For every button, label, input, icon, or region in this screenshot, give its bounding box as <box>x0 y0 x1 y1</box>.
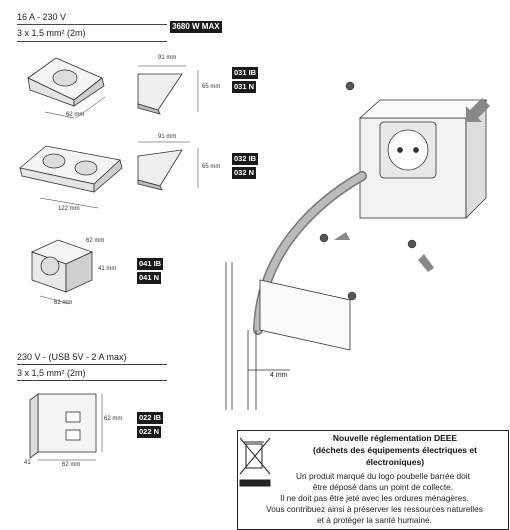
cable-label: 3 x 1,5 mm² (2m) <box>17 28 86 38</box>
weee-bin-icon <box>239 437 271 487</box>
deee-title: Nouvelle réglementation DEEE <box>332 433 458 443</box>
arrow-icons <box>334 98 490 272</box>
dim-label: 122 mm <box>58 206 80 212</box>
screw-icons <box>319 81 417 301</box>
installation-diagram <box>225 99 488 410</box>
product-code: 041 N <box>137 272 162 284</box>
dim-label: 62 mm <box>66 112 85 118</box>
product-code: 031 IB <box>232 67 259 79</box>
dim-label: 62 mm <box>86 238 105 244</box>
product-031-profile <box>137 65 199 115</box>
product-code: 031 N <box>232 81 257 93</box>
header-rule <box>17 41 167 42</box>
product-code: 041 IB <box>137 258 164 270</box>
deee-body-line: et à protéger la santé humaine. <box>317 515 432 525</box>
product-031-illustration <box>27 57 106 119</box>
product-032-profile <box>137 141 199 191</box>
dim-label: 65 mm <box>202 164 221 170</box>
product-032-illustration <box>19 145 123 209</box>
product-code: 032 N <box>232 167 257 179</box>
product-022-illustration <box>29 393 103 461</box>
deee-body-line: Vous contribuez ainsi à préserver les re… <box>266 504 483 514</box>
deee-title: (déchets des équipements électriques et <box>313 445 477 455</box>
deee-body-line: être déposé dans un point de collecte. <box>312 482 454 492</box>
max-power-badge: 3680 W MAX <box>170 21 222 33</box>
dim-label: 62 mm <box>62 462 81 468</box>
dim-label: 41 <box>24 460 31 466</box>
product-code: 022 IB <box>137 412 164 424</box>
header-rule <box>17 364 167 365</box>
usb-rating-label: 230 V - (USB 5V - 2 A max) <box>17 352 127 362</box>
deee-body-line: Un produit marqué du logo poubelle barré… <box>296 471 470 481</box>
dim-label: 62 mm <box>104 416 123 422</box>
header-rule <box>17 24 167 25</box>
product-041-illustration <box>30 239 94 305</box>
cable-label: 3 x 1,5 mm² (2m) <box>17 368 86 378</box>
dim-label: 91 mm <box>158 134 177 140</box>
gap-label: 4 mm <box>270 372 288 379</box>
deee-title: électroniques) <box>365 457 425 467</box>
dim-label: 91 mm <box>158 55 177 61</box>
dim-label: 41 mm <box>98 266 117 272</box>
product-code: 022 N <box>137 426 162 438</box>
header-rule <box>17 380 167 381</box>
dim-label: 62 mm <box>54 300 73 306</box>
product-code: 032 IB <box>232 153 259 165</box>
deee-body-line: Il ne doit pas être jeté avec les ordure… <box>280 493 469 503</box>
rating-label: 16 A - 230 V <box>17 12 67 22</box>
dim-label: 65 mm <box>202 84 221 90</box>
